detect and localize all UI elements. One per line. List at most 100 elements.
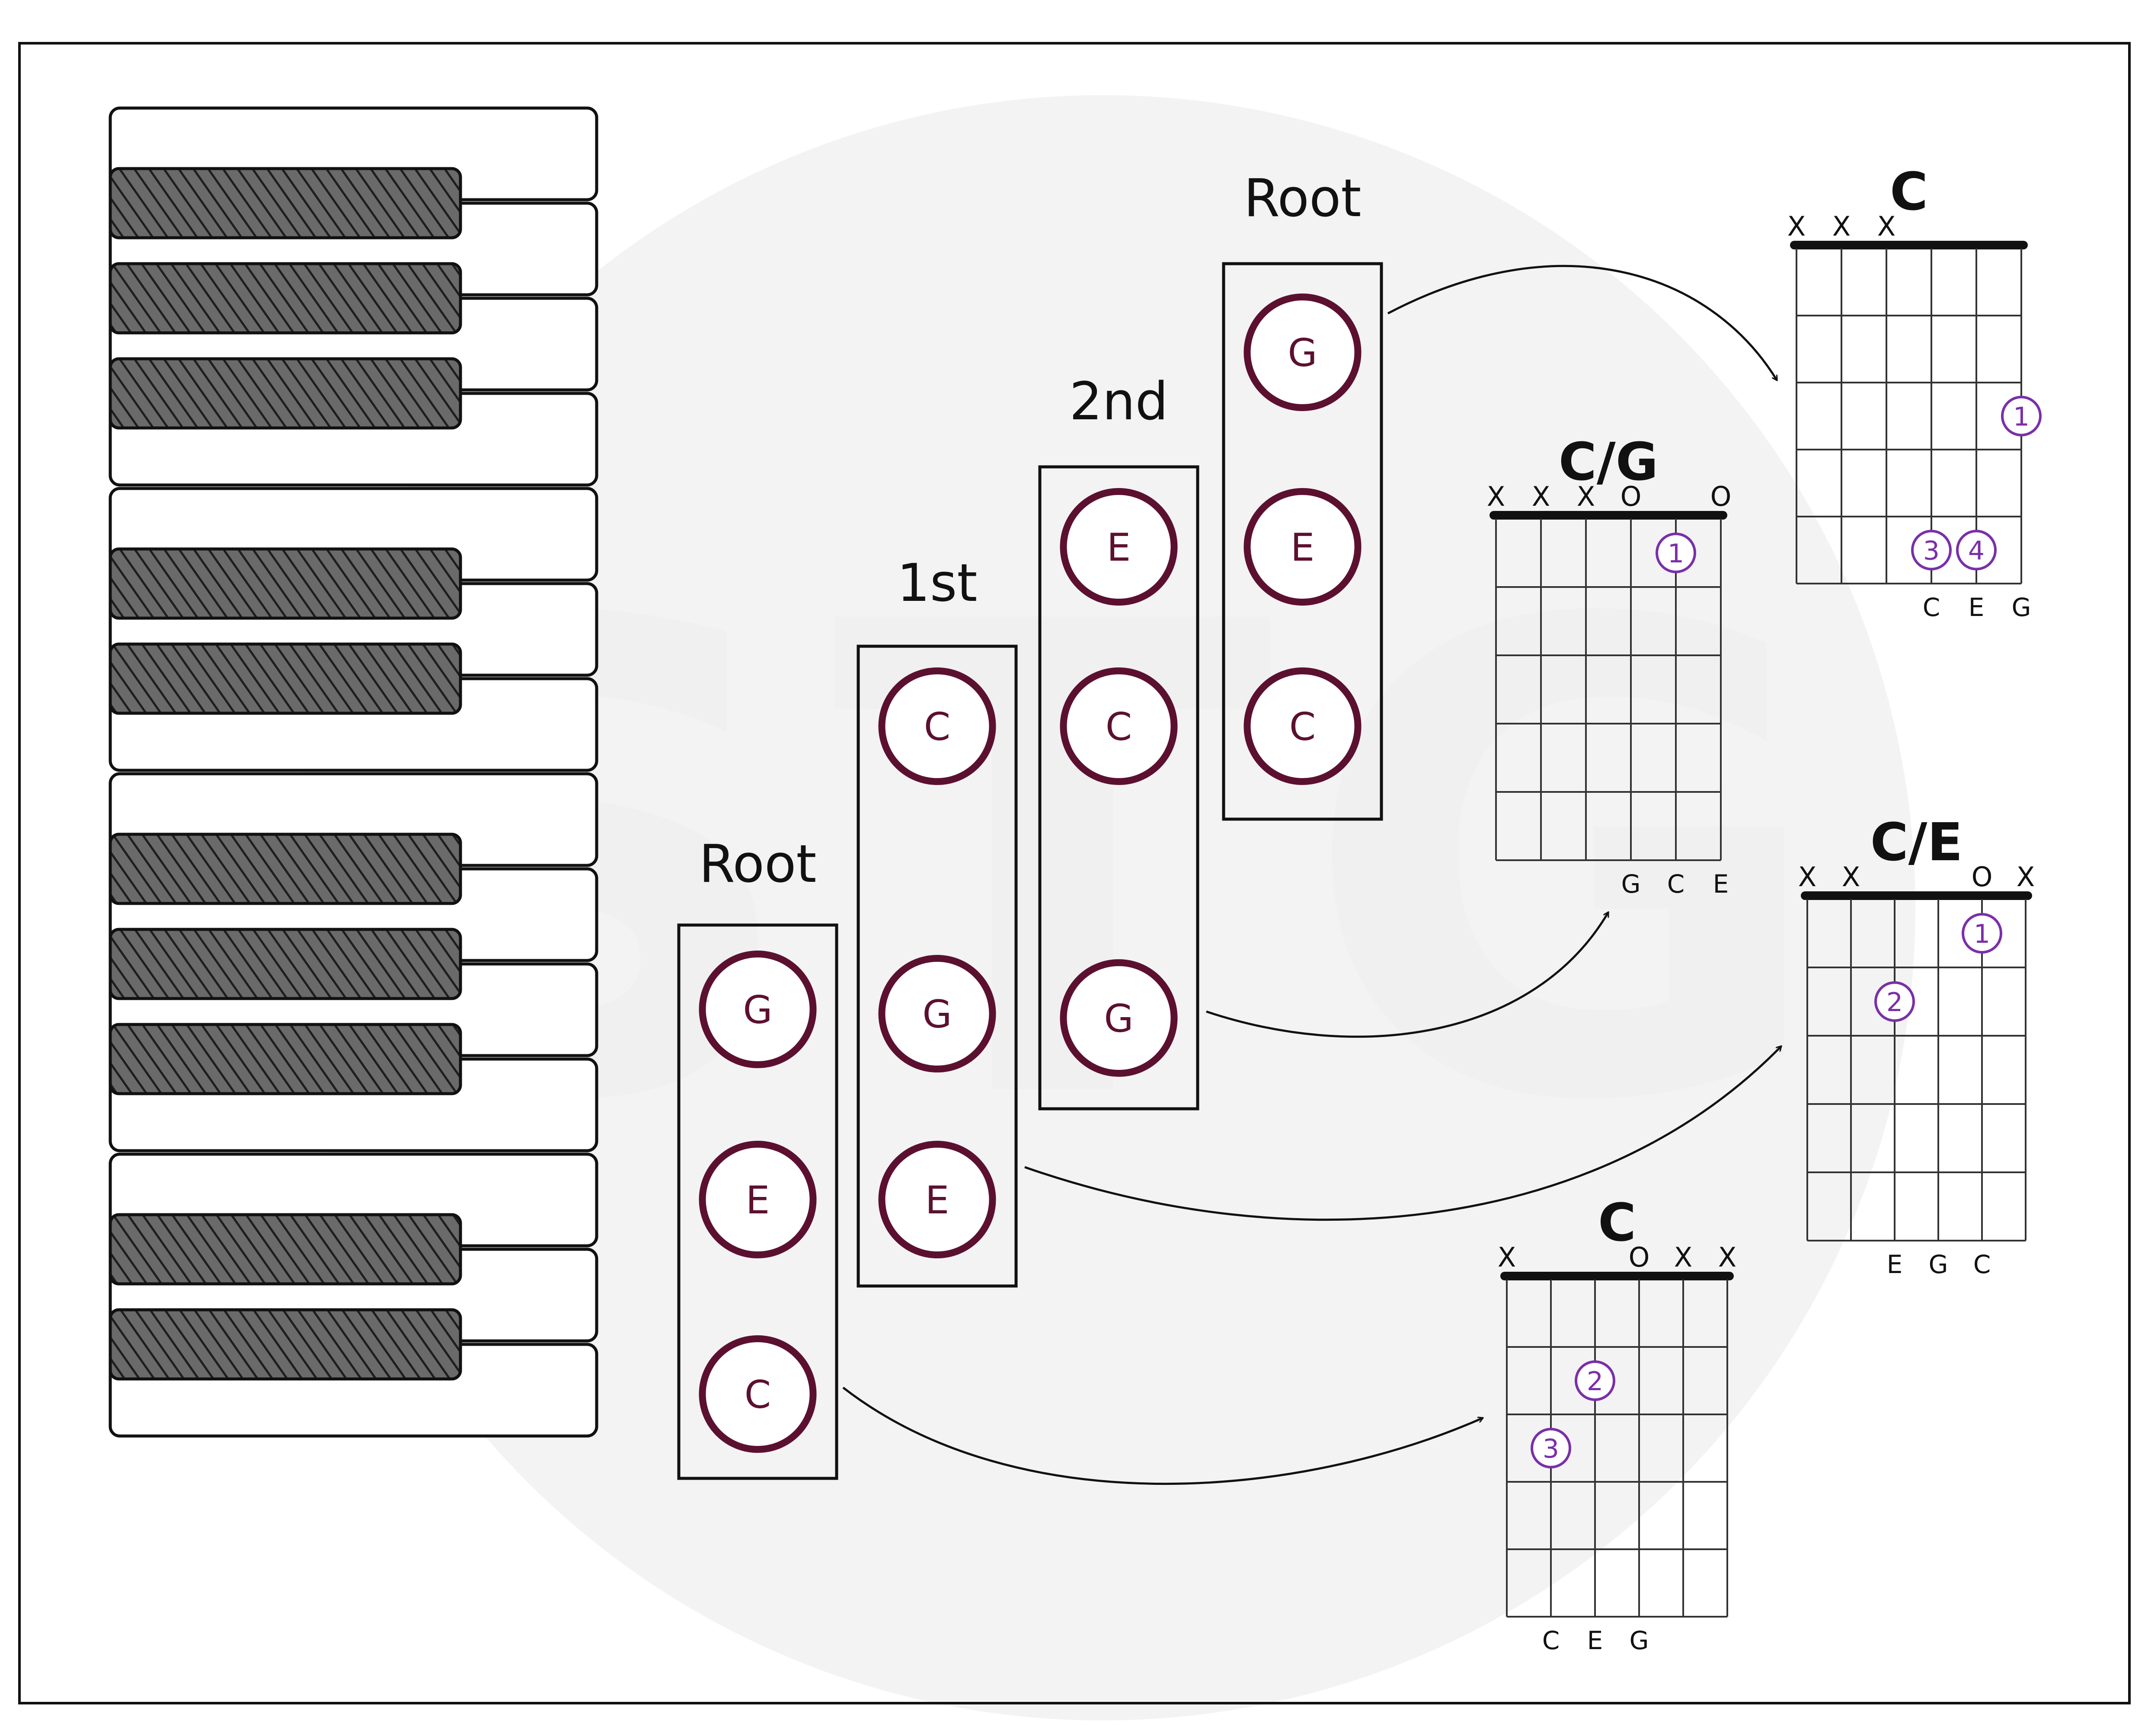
note-label: E [1291, 525, 1315, 570]
string-marker: X [1832, 211, 1851, 242]
black-key [109, 262, 462, 335]
watermark-circle [290, 95, 1915, 1720]
string-marker: X [1577, 481, 1595, 512]
black-key [109, 1023, 462, 1095]
string-marker: X [1842, 861, 1860, 893]
note-circle [1060, 959, 1178, 1077]
string-note: E [1713, 869, 1729, 899]
finger-number: 2 [1587, 1366, 1603, 1397]
note-label: C [924, 705, 950, 749]
string-marker: X [1718, 1241, 1736, 1273]
finger-dot [1531, 1428, 1571, 1468]
finger-number: 3 [1543, 1434, 1559, 1464]
note-circle [1243, 667, 1362, 785]
black-key [109, 833, 462, 905]
string-marker: X [1487, 481, 1505, 512]
black-key [109, 167, 462, 239]
connector-arrow [1024, 1046, 1781, 1221]
note-circle [699, 1141, 817, 1258]
finger-dot [1956, 530, 1997, 571]
string-marker: O [1629, 1241, 1650, 1273]
string-note: C [1973, 1250, 1991, 1279]
note-label: G [1104, 996, 1133, 1041]
outer-frame [18, 42, 2131, 1704]
string-note: C [1542, 1626, 1560, 1655]
black-key [109, 1213, 462, 1286]
string-marker: X [1674, 1241, 1692, 1273]
string-note: G [2012, 593, 2031, 622]
note-circle [878, 1141, 996, 1258]
note-label: E [925, 1178, 949, 1222]
connector-arrow [1387, 265, 1778, 380]
chord-title: C/G [1559, 432, 1658, 492]
inversion-frame [1038, 465, 1199, 1111]
note-circle [1060, 488, 1178, 606]
inversion-frame [1222, 262, 1383, 821]
string-marker: X [2017, 861, 2035, 893]
string-note: G [1621, 869, 1641, 899]
inversion-label: 2nd [1069, 372, 1168, 432]
note-circle [1060, 667, 1178, 785]
finger-number: 1 [1668, 539, 1684, 569]
inversion-label: 1st [897, 553, 978, 613]
black-key [109, 547, 462, 620]
connector-arrows [842, 265, 1781, 1485]
finger-dot [1874, 981, 1915, 1022]
connector-arrow [842, 1387, 1483, 1485]
string-note: G [1929, 1250, 1948, 1279]
note-label: E [746, 1178, 770, 1222]
finger-dot [2001, 396, 2042, 437]
black-key [109, 928, 462, 1000]
inversion-label: Root [1244, 169, 1362, 229]
black-key [109, 642, 462, 715]
note-label: C [745, 1372, 771, 1417]
chord-title: C [1890, 162, 1928, 222]
chord-title: C [1598, 1193, 1636, 1253]
chord-title: C/E [1870, 813, 1963, 873]
finger-number: 2 [1886, 987, 1903, 1018]
string-marker: O [1621, 481, 1642, 512]
string-note: G [1630, 1626, 1649, 1655]
string-marker: X [1798, 861, 1816, 893]
note-label: C [1106, 705, 1132, 749]
string-note: C [1667, 869, 1685, 899]
finger-dot [1911, 530, 1952, 571]
piano-keyboard [109, 106, 598, 1438]
note-circle [878, 955, 996, 1072]
note-label: C [1289, 705, 1316, 749]
string-marker: X [1532, 481, 1550, 512]
inversion-frame [857, 645, 1018, 1288]
note-circle [699, 1335, 817, 1453]
string-marker: O [1710, 481, 1732, 512]
black-key [109, 357, 462, 430]
connector-arrow [1206, 912, 1610, 1038]
string-note: E [1969, 593, 1985, 622]
finger-number: 3 [1923, 536, 1940, 566]
string-marker: X [1787, 211, 1806, 242]
note-circle [699, 951, 817, 1068]
note-label: G [1288, 331, 1317, 375]
finger-dot [1656, 533, 1696, 573]
note-label: G [922, 992, 952, 1037]
black-key [109, 1308, 462, 1381]
string-note: C [1923, 593, 1940, 622]
inversion-label: Root [699, 834, 817, 894]
finger-number: 1 [2013, 402, 2030, 432]
string-marker: O [1972, 861, 1993, 893]
string-marker: X [1877, 211, 1895, 242]
finger-number: 1 [1974, 919, 1990, 949]
string-marker: X [1498, 1241, 1516, 1273]
note-label: G [743, 988, 772, 1032]
note-label: E [1107, 525, 1131, 570]
note-circle [1243, 488, 1362, 606]
